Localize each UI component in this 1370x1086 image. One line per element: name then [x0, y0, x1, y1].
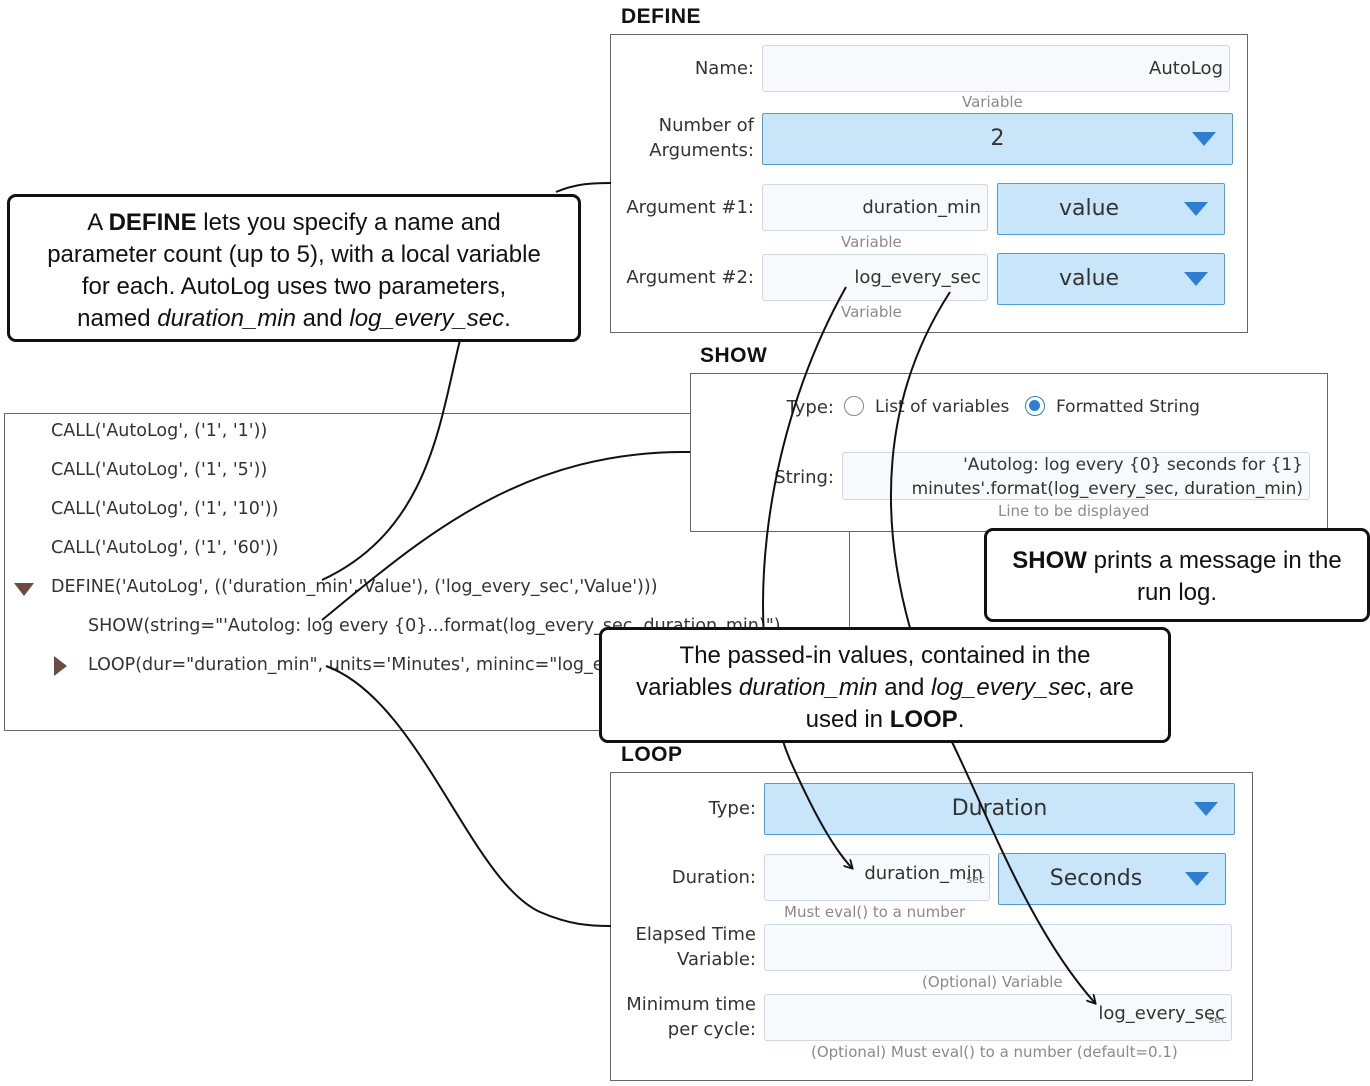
loop-tree-connector: [325, 665, 612, 927]
elapsed-hint: (Optional) Variable: [922, 973, 1063, 991]
arg1-type-value: value: [1058, 196, 1120, 221]
arg1-hint: Variable: [841, 233, 902, 251]
tree-line-call-3[interactable]: CALL('AutoLog', ('1', '10')): [51, 499, 279, 519]
name-label: Name:: [694, 58, 754, 79]
show-type-label: Type:: [786, 397, 834, 418]
min-time-input[interactable]: log_every_sec sec: [764, 994, 1232, 1041]
define-callout-text: and: [295, 305, 350, 332]
min-time-label-line-1: Minimum time: [626, 994, 756, 1015]
duration-label: Duration:: [671, 867, 756, 888]
define-callout-text: for each. AutoLog uses two parameters,: [81, 273, 507, 300]
chevron-down-icon: [1184, 272, 1208, 286]
loop-type-value: Duration: [951, 796, 1048, 821]
show-callout: SHOW prints a message in the run log.: [984, 528, 1370, 622]
name-hint: Variable: [962, 93, 1023, 111]
elapsed-time-input[interactable]: [764, 924, 1232, 971]
loop-callout-var: log_every_sec: [931, 674, 1086, 701]
radio-list-of-variables-label: List of variables: [875, 397, 1010, 417]
define-callout-connector: [555, 182, 612, 193]
define-callout-var: log_every_sec: [349, 305, 505, 332]
show-tree-connector: [321, 450, 691, 621]
show-string-hint: Line to be displayed: [998, 502, 1150, 520]
loop-callout-text: used in: [805, 706, 890, 733]
arg1-label: Argument #1:: [626, 197, 754, 218]
radio-formatted-string-label: Formatted String: [1056, 397, 1200, 417]
chevron-down-icon: [1184, 202, 1208, 216]
define-section-title: DEFINE: [621, 5, 702, 28]
min-time-hint: (Optional) Must eval() to a number (defa…: [811, 1043, 1178, 1061]
show-string-line-1: 'Autolog: log every {0} seconds for {1}: [963, 455, 1303, 475]
arg2-type-dropdown[interactable]: value: [997, 253, 1225, 305]
arg2-type-value: value: [1058, 266, 1120, 291]
tree-line-call-1[interactable]: CALL('AutoLog', ('1', '1')): [51, 421, 268, 441]
loop-type-label: Type:: [708, 798, 756, 819]
define-callout-text: A: [87, 209, 109, 236]
duration-value: duration_min: [864, 863, 983, 884]
duration-hint: Must eval() to a number: [784, 903, 966, 921]
show-callout-text: prints a message in the: [1086, 547, 1342, 574]
duration-unit: sec: [966, 873, 985, 886]
arg2-value: log_every_sec: [854, 267, 981, 288]
arg1-input[interactable]: duration_min: [762, 184, 988, 231]
arg1-value: duration_min: [862, 197, 981, 218]
define-callout-keyword: DEFINE: [108, 209, 197, 236]
define-callout-text: lets you specify a name and: [196, 209, 501, 236]
loop-callout-keyword: LOOP: [889, 706, 958, 733]
define-callout-text: .: [504, 305, 511, 332]
define-tree-connector: [321, 339, 461, 581]
name-input-value: AutoLog: [1149, 58, 1223, 79]
loop-callout-text: .: [957, 706, 965, 733]
show-section-title: SHOW: [700, 344, 768, 367]
duration-units-dropdown[interactable]: Seconds: [998, 853, 1226, 905]
loop-callout-text: The passed-in values, contained in the: [679, 642, 1091, 669]
loop-callout-text: and: [877, 674, 932, 701]
loop-callout-text: variables: [636, 674, 739, 701]
tree-line-call-4[interactable]: CALL('AutoLog', ('1', '60')): [51, 538, 279, 558]
min-time-label-line-2: per cycle:: [667, 1019, 756, 1040]
expanded-arrow-icon[interactable]: [14, 583, 34, 596]
show-string-input[interactable]: 'Autolog: log every {0} seconds for {1} …: [842, 452, 1310, 500]
min-time-unit: sec: [1208, 1013, 1227, 1026]
num-args-value: 2: [990, 126, 1005, 151]
duration-arrow: [762, 286, 852, 868]
define-callout: A DEFINE lets you specify a name and par…: [7, 194, 581, 342]
loop-callout-text: , are: [1085, 674, 1134, 701]
arg2-label: Argument #2:: [626, 267, 754, 288]
loop-type-dropdown[interactable]: Duration: [764, 783, 1235, 835]
name-input[interactable]: AutoLog: [762, 45, 1230, 92]
arg1-type-dropdown[interactable]: value: [997, 183, 1225, 235]
tree-line-define[interactable]: DEFINE('AutoLog', (('duration_min','Valu…: [51, 577, 658, 597]
min-time-value: log_every_sec: [1098, 1003, 1225, 1024]
define-callout-var: duration_min: [157, 305, 296, 332]
duration-units-value: Seconds: [1049, 866, 1143, 891]
arg2-hint: Variable: [841, 303, 902, 321]
collapsed-arrow-icon[interactable]: [54, 656, 67, 676]
chevron-down-icon: [1185, 872, 1209, 886]
show-callout-keyword: SHOW: [1012, 547, 1087, 574]
chevron-down-icon: [1194, 802, 1218, 816]
define-callout-text: named: [77, 305, 158, 332]
define-callout-text: parameter count (up to 5), with a local …: [47, 241, 541, 268]
loop-callout-var: duration_min: [738, 674, 878, 701]
elapsed-label-line-2: Variable:: [677, 949, 756, 970]
num-args-dropdown[interactable]: 2: [762, 113, 1233, 165]
radio-list-of-variables[interactable]: [844, 396, 864, 416]
loop-callout: The passed-in values, contained in the v…: [599, 627, 1171, 743]
show-string-label: String:: [774, 467, 834, 488]
show-callout-text: run log.: [1136, 579, 1218, 606]
elapsed-label-line-1: Elapsed Time: [635, 924, 756, 945]
tree-line-loop[interactable]: LOOP(dur="duration_min", units='Minutes'…: [88, 655, 696, 675]
tree-line-call-2[interactable]: CALL('AutoLog', ('1', '5')): [51, 460, 268, 480]
chevron-down-icon: [1192, 132, 1216, 146]
duration-input[interactable]: duration_min sec: [764, 854, 990, 901]
radio-formatted-string[interactable]: [1025, 396, 1045, 416]
num-args-label: Number of Arguments:: [649, 115, 754, 161]
loop-section-title: LOOP: [621, 743, 683, 766]
log-every-arrow: [890, 291, 1095, 1003]
show-string-line-2: minutes'.format(log_every_sec, duration_…: [911, 479, 1303, 499]
